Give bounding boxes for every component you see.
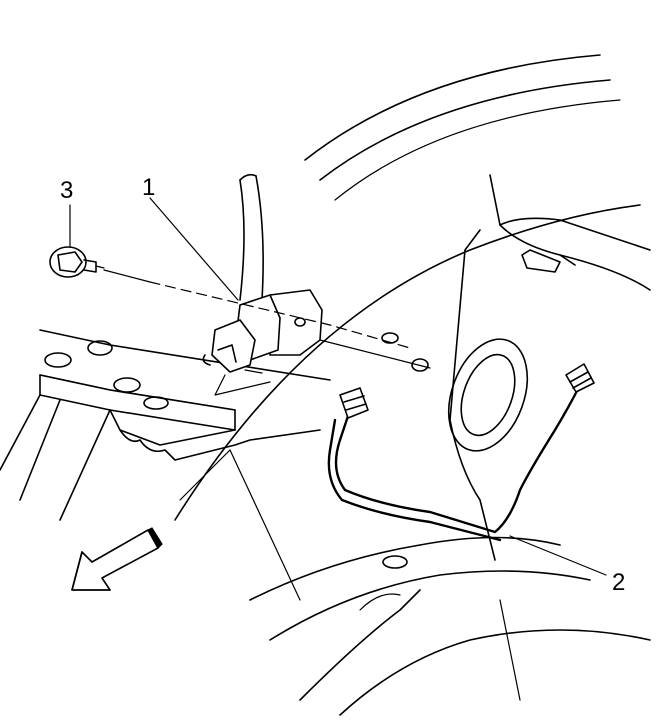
hose (239, 173, 264, 301)
alignment-line (103, 269, 431, 369)
front-direction-arrow-icon (71, 527, 163, 591)
callout-1: 1 (142, 174, 155, 201)
body-structure (0, 54, 651, 716)
leader-line-2 (509, 535, 607, 576)
bolt (49, 246, 105, 278)
leader-lines (69, 197, 607, 576)
brake-line (327, 363, 595, 542)
callout-2: 2 (612, 569, 625, 596)
bracket-assembly (202, 289, 323, 396)
callout-3: 3 (60, 177, 73, 204)
leader-line-1 (149, 197, 239, 301)
